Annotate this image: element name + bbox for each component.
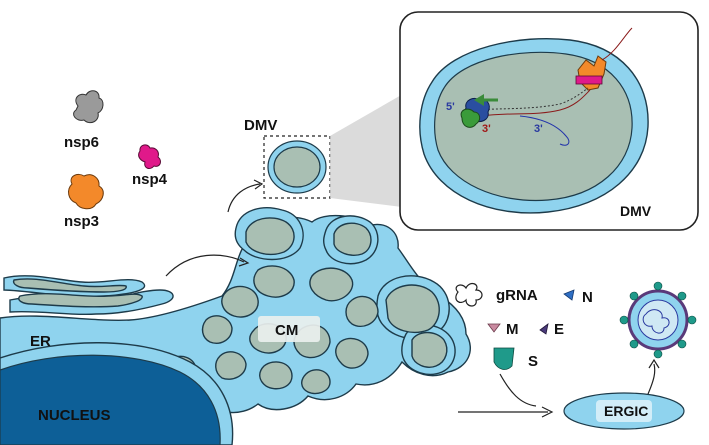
nucleus [0, 342, 234, 445]
nsp6-protein-icon [73, 90, 104, 124]
cm-to-dmv-arrow [227, 183, 261, 213]
double-membrane-pore-icon [575, 27, 633, 91]
e-label: E [554, 321, 564, 338]
nsp3-label: nsp3 [64, 213, 99, 230]
er-to-cm-arrow [165, 254, 245, 277]
nsp3-protein-icon [68, 173, 104, 210]
nsp4-protein-icon [138, 144, 162, 170]
grna-icon [455, 282, 483, 307]
components-to-ergic-arrow [499, 373, 537, 407]
small-dmv [267, 140, 327, 194]
ergic-label-box [596, 400, 652, 422]
s-label: S [528, 353, 538, 370]
zoom-wedge [330, 90, 410, 208]
virion-icon [619, 281, 697, 359]
three-prime-red-label: 3' [482, 123, 491, 135]
m-protein-icon [487, 323, 501, 333]
e-protein-icon [539, 323, 549, 335]
nsp4-label: nsp4 [132, 171, 168, 188]
dmv-inset-label: DMV [620, 203, 652, 219]
n-label: N [582, 289, 593, 306]
er-lumens [12, 217, 448, 395]
ergic-to-virion-arrow [647, 363, 656, 395]
nucleus-label: NUCLEUS [38, 407, 111, 424]
five-prime-label: 5' [446, 101, 455, 113]
er-label: ER [30, 333, 51, 350]
three-prime-blue-label: 3' [534, 123, 543, 135]
cm-label: CM [275, 322, 298, 339]
ergic-label: ERGIC [604, 403, 648, 419]
rna-duplex [475, 87, 591, 146]
dmv-label: DMV [244, 117, 277, 134]
m-label: M [506, 321, 519, 338]
n-protein-icon [563, 289, 575, 301]
s-protein-icon [493, 347, 515, 370]
nsp6-label: nsp6 [64, 134, 99, 151]
grna-label: gRNA [496, 287, 538, 304]
cm-label-box [258, 316, 320, 342]
